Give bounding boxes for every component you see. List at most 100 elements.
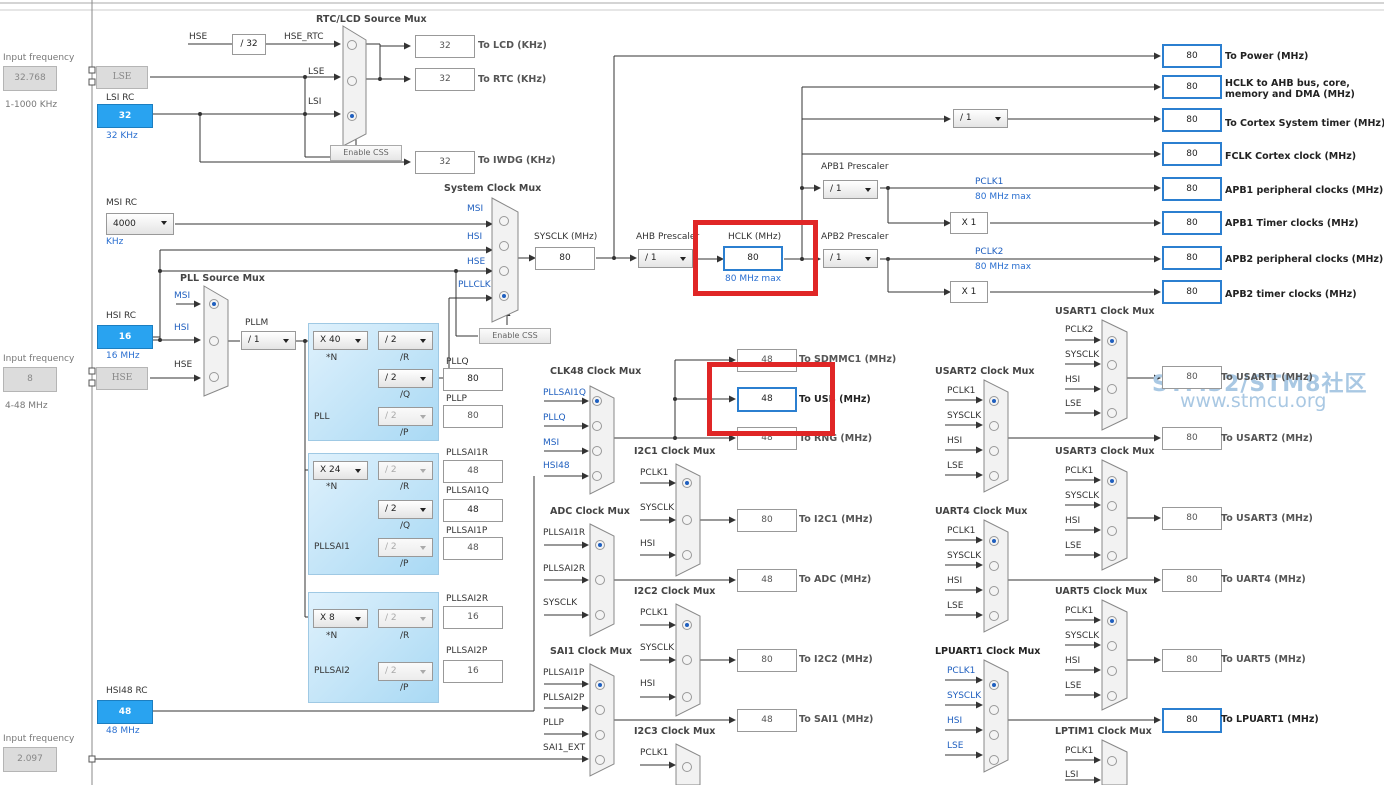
rtc-enable-css-button[interactable]: Enable CSS — [330, 145, 402, 161]
pllsrc-radio-hse[interactable] — [209, 372, 219, 382]
i2c1-radio-sysclk[interactable] — [682, 515, 692, 525]
i2c2-radio-sysclk[interactable] — [682, 655, 692, 665]
clk48-radio-hsi48[interactable] — [592, 471, 602, 481]
pll-n-select[interactable]: X 40 — [313, 331, 368, 350]
clk48-radio-msi[interactable] — [592, 446, 602, 456]
i2c2-freq-box: 80 — [737, 649, 797, 672]
i2c1-radio-pclk1[interactable] — [682, 478, 692, 488]
i2c2-in-sysclk: SYSCLK — [640, 643, 675, 653]
pllsrc-hsi-label: HSI — [174, 323, 190, 333]
usart2-radio-lse[interactable] — [989, 471, 999, 481]
lpuart1-mux-title: LPUART1 Clock Mux — [935, 646, 1041, 657]
sai1-radio-pllp[interactable] — [595, 730, 605, 740]
rtc-mux-radio-hse[interactable] — [347, 40, 357, 50]
lpuart1-radio-hsi[interactable] — [989, 730, 999, 740]
pllsai2-n-select[interactable]: X 8 — [313, 609, 368, 628]
usart1-radio-sysclk[interactable] — [1107, 360, 1117, 370]
i2c2-radio-hsi[interactable] — [682, 692, 692, 702]
sai1-radio-pllsai1p[interactable] — [595, 680, 605, 690]
hse-frequency-input[interactable]: 8 — [3, 367, 57, 392]
cortex-timer-divider-select[interactable]: / 1 — [953, 109, 1008, 128]
uart5-radio-lse[interactable] — [1107, 691, 1117, 701]
rtc-mux-title: RTC/LCD Source Mux — [316, 14, 427, 25]
hclk-ahb-freq-box: 80 — [1162, 75, 1222, 99]
i2c3-radio-pclk1[interactable] — [682, 762, 692, 772]
hclk-freq-input[interactable]: 80 — [723, 246, 783, 271]
lpuart1-in-lse: LSE — [947, 741, 964, 751]
uart5-radio-hsi[interactable] — [1107, 666, 1117, 676]
usart3-radio-hsi[interactable] — [1107, 526, 1117, 536]
rtc-output-label: To RTC (KHz) — [478, 74, 547, 85]
usart2-radio-pclk1[interactable] — [989, 396, 999, 406]
uart4-radio-hsi[interactable] — [989, 586, 999, 596]
usart1-in-hsi: HSI — [1065, 375, 1081, 385]
ahb-prescaler-select[interactable]: / 1 — [638, 249, 693, 268]
pllq-label: PLLQ — [446, 357, 469, 367]
adc-radio-sysclk[interactable] — [595, 610, 605, 620]
uart5-radio-pclk1[interactable] — [1107, 616, 1117, 626]
rtc-mux-radio-lsi[interactable] — [347, 111, 357, 121]
pllsai1-n-select[interactable]: X 24 — [313, 461, 368, 480]
apb2-prescaler-select[interactable]: / 1 — [823, 249, 878, 268]
sysclk-freq-box[interactable]: 80 — [535, 247, 595, 270]
sysmux-radio-hse[interactable] — [499, 266, 509, 276]
hsi48-freq-label: 48 MHz — [106, 726, 140, 736]
lpuart1-radio-pclk1[interactable] — [989, 680, 999, 690]
pll-q-label: /Q — [400, 390, 411, 400]
usart2-freq-box: 80 — [1162, 427, 1222, 450]
clk48-radio-pllsai1q[interactable] — [592, 396, 602, 406]
usart2-radio-hsi[interactable] — [989, 446, 999, 456]
fclk-output-label: FCLK Cortex clock (MHz) — [1225, 151, 1357, 162]
adc-radio-pllsai2r[interactable] — [595, 575, 605, 585]
lptim1-radio-pclk1[interactable] — [1107, 756, 1117, 766]
sysmux-hse-label: HSE — [467, 257, 486, 267]
lpuart1-radio-sysclk[interactable] — [989, 705, 999, 715]
apb1-prescaler-select[interactable]: / 1 — [823, 180, 878, 199]
pllsai1-p-select[interactable]: / 2 — [378, 538, 433, 557]
usart1-radio-hsi[interactable] — [1107, 384, 1117, 394]
pll-q-select[interactable]: / 2 — [378, 369, 433, 388]
usart1-radio-lse[interactable] — [1107, 408, 1117, 418]
uart4-radio-sysclk[interactable] — [989, 561, 999, 571]
adc-radio-pllsai1r[interactable] — [595, 540, 605, 550]
pllsrc-radio-msi[interactable] — [209, 299, 219, 309]
lse-frequency-input[interactable]: 32.768 — [3, 66, 57, 91]
clk48-radio-pllq[interactable] — [592, 421, 602, 431]
pllsrc-radio-hsi[interactable] — [209, 336, 219, 346]
sai1-radio-sai1-ext[interactable] — [595, 755, 605, 765]
pllp-freq-box: 80 — [443, 405, 503, 428]
pll-p-select[interactable]: / 2 — [378, 407, 433, 426]
usart3-radio-lse[interactable] — [1107, 551, 1117, 561]
rtc-mux-radio-lse[interactable] — [347, 76, 357, 86]
sai1-radio-pllsai2p[interactable] — [595, 705, 605, 715]
msi-range-select[interactable]: 4000 — [106, 213, 174, 235]
uart5-mux-title: UART5 Clock Mux — [1055, 586, 1148, 597]
sysmux-radio-pllclk[interactable] — [499, 291, 509, 301]
sai-ext-frequency-input[interactable]: 2.097 — [3, 747, 57, 772]
pllm-select[interactable]: / 1 — [241, 331, 296, 350]
usart2-radio-sysclk[interactable] — [989, 421, 999, 431]
pll-r-select[interactable]: / 2 — [378, 331, 433, 350]
i2c1-radio-hsi[interactable] — [682, 550, 692, 560]
pll-n-label: *N — [326, 353, 338, 363]
pllsai1-q-select[interactable]: / 2 — [378, 500, 433, 519]
i2c1-mux-title: I2C1 Clock Mux — [634, 446, 716, 457]
usart3-radio-pclk1[interactable] — [1107, 476, 1117, 486]
hsi-freq-label: 16 MHz — [106, 351, 140, 361]
pllsai2-r-select[interactable]: / 2 — [378, 609, 433, 628]
uart5-radio-sysclk[interactable] — [1107, 641, 1117, 651]
lpuart1-radio-lse[interactable] — [989, 755, 999, 765]
pllsai1-r-select[interactable]: / 2 — [378, 461, 433, 480]
pllsai2-p-select[interactable]: / 2 — [378, 662, 433, 681]
uart4-radio-pclk1[interactable] — [989, 536, 999, 546]
uart4-radio-lse[interactable] — [989, 611, 999, 621]
sysmux-radio-msi[interactable] — [499, 216, 509, 226]
hse-rtc-label: HSE_RTC — [284, 32, 324, 42]
usart3-radio-sysclk[interactable] — [1107, 501, 1117, 511]
sys-enable-css-button[interactable]: Enable CSS — [479, 328, 551, 344]
usart2-mux-title: USART2 Clock Mux — [935, 366, 1035, 377]
i2c2-radio-pclk1[interactable] — [682, 620, 692, 630]
apb2-timer-multiplier: X 1 — [950, 281, 988, 303]
usart1-radio-pclk2[interactable] — [1107, 336, 1117, 346]
sysmux-radio-hsi[interactable] — [499, 241, 509, 251]
